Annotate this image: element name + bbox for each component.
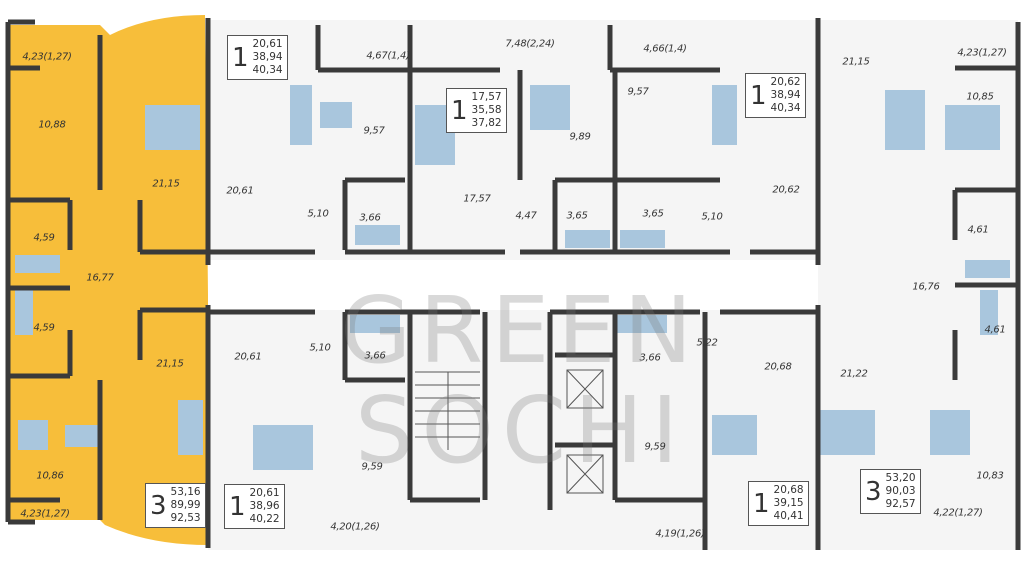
room-area-label: 20,68 xyxy=(764,361,792,373)
room-area-label: 4,59 xyxy=(33,322,55,334)
room-count: 1 xyxy=(229,491,246,522)
living-area: 20,61 xyxy=(249,487,280,499)
total-area: 38,94 xyxy=(252,51,283,63)
room-count: 1 xyxy=(451,95,468,126)
watermark-line1: GREEN xyxy=(340,277,701,384)
room-area-label: 4,61 xyxy=(967,224,989,236)
room-area-label: 16,76 xyxy=(912,281,940,293)
living-area: 20,62 xyxy=(770,76,801,88)
room-area-label: 9,57 xyxy=(627,86,649,98)
room-area-label: 4,22(1,27) xyxy=(933,507,983,519)
room-count: 3 xyxy=(865,476,882,507)
room-area-label: 3,65 xyxy=(566,210,588,222)
room-area-label: 20,61 xyxy=(234,351,262,363)
room-area-label: 4,67(1,4) xyxy=(366,50,410,62)
walls xyxy=(5,18,1021,550)
room-area-label: 21,15 xyxy=(842,56,870,68)
room-area-label: 16,77 xyxy=(86,272,114,284)
room-area-label: 3,66 xyxy=(364,350,386,362)
room-area-label: 10,86 xyxy=(36,470,64,482)
room-area-label: 10,88 xyxy=(38,119,66,131)
living-area: 20,61 xyxy=(252,38,283,50)
room-area-label: 3,65 xyxy=(642,208,664,220)
room-area-label: 5,22 xyxy=(696,337,718,349)
room-area-label: 21,15 xyxy=(152,178,180,190)
room-count: 3 xyxy=(150,490,167,521)
room-area-label: 7,48(2,24) xyxy=(505,38,555,50)
total-area-with-balcony: 37,82 xyxy=(471,117,502,129)
room-area-label: 20,62 xyxy=(772,184,800,196)
room-area-label: 17,57 xyxy=(463,193,491,205)
total-area-with-balcony: 40,34 xyxy=(770,102,801,114)
furniture xyxy=(15,85,1010,470)
room-area-label: 4,23(1,27) xyxy=(957,47,1007,59)
room-area-label: 4,59 xyxy=(33,232,55,244)
total-area: 90,03 xyxy=(885,485,916,497)
total-area-with-balcony: 92,57 xyxy=(885,498,916,510)
total-area: 38,94 xyxy=(770,89,801,101)
living-area: 53,16 xyxy=(170,486,201,498)
room-area-label: 4,23(1,27) xyxy=(22,51,72,63)
room-area-label: 4,23(1,27) xyxy=(20,508,70,520)
total-area-with-balcony: 40,22 xyxy=(249,513,280,525)
room-area-label: 4,61 xyxy=(984,324,1006,336)
room-area-label: 4,66(1,4) xyxy=(643,43,687,55)
room-area-label: 9,59 xyxy=(644,441,666,453)
room-count: 1 xyxy=(232,42,249,73)
room-area-label: 10,85 xyxy=(966,91,994,103)
total-area-with-balcony: 40,41 xyxy=(773,510,804,522)
living-area: 17,57 xyxy=(471,91,502,103)
room-area-label: 4,47 xyxy=(515,210,537,222)
room-count: 1 xyxy=(750,80,767,111)
room-area-label: 3,66 xyxy=(359,212,381,224)
stairs-and-elevators xyxy=(415,369,604,494)
living-area: 20,68 xyxy=(773,484,804,496)
watermark-line2: SOCHI xyxy=(355,377,687,484)
total-area: 39,15 xyxy=(773,497,804,509)
room-area-label: 3,66 xyxy=(639,352,661,364)
total-area: 38,96 xyxy=(249,500,280,512)
room-area-label: 5,10 xyxy=(307,208,329,220)
room-area-label: 4,20(1,26) xyxy=(330,521,380,533)
total-area: 35,58 xyxy=(471,104,502,116)
room-area-label: 21,22 xyxy=(840,368,868,380)
total-area-with-balcony: 92,53 xyxy=(170,512,201,524)
living-area: 53,20 xyxy=(885,472,916,484)
total-area: 89,99 xyxy=(170,499,201,511)
room-area-label: 9,57 xyxy=(363,125,385,137)
room-area-label: 10,83 xyxy=(976,470,1004,482)
room-area-label: 21,15 xyxy=(156,358,184,370)
room-area-label: 4,19(1,26) xyxy=(655,528,705,540)
room-area-label: 9,89 xyxy=(569,131,591,143)
room-area-label: 20,61 xyxy=(226,185,254,197)
total-area-with-balcony: 40,34 xyxy=(252,64,283,76)
room-count: 1 xyxy=(753,488,770,519)
room-area-label: 5,10 xyxy=(701,211,723,223)
room-area-label: 9,59 xyxy=(361,461,383,473)
room-area-label: 5,10 xyxy=(309,342,331,354)
